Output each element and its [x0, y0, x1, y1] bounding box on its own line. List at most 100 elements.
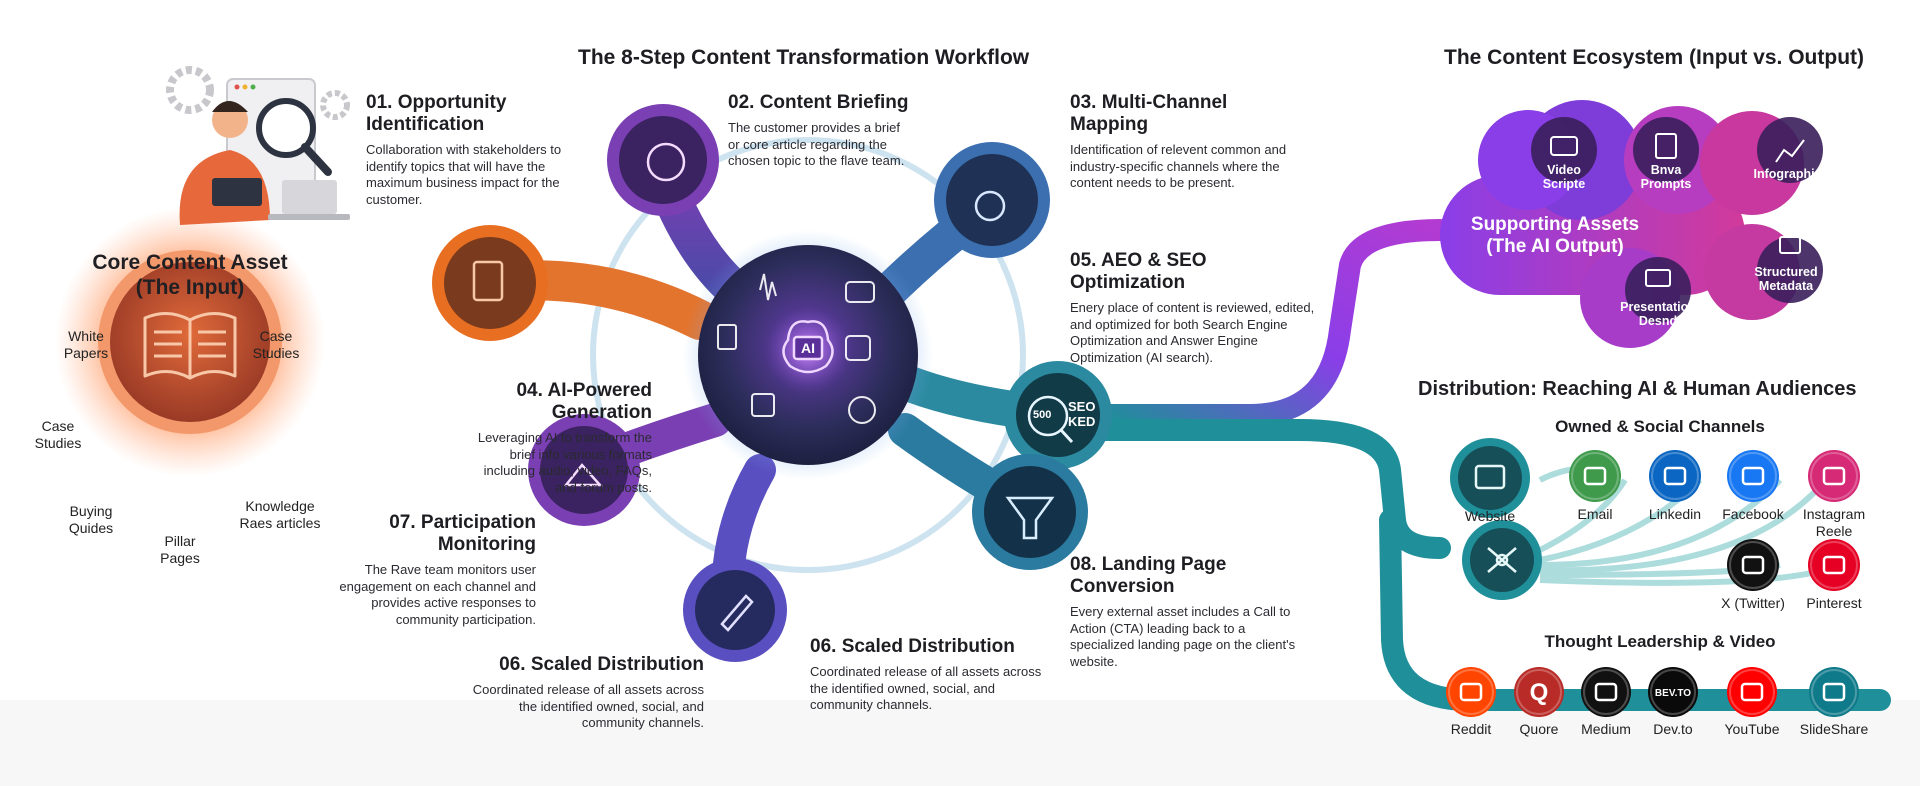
core-label-white-papers: White Papers: [63, 328, 109, 361]
thought-leadership-heading: Thought Leadership & Video: [1544, 632, 1776, 651]
document-edit-icon: [472, 260, 504, 302]
channel-linkedin[interactable]: Linkedin: [1625, 449, 1725, 523]
step-node-02: [607, 104, 719, 216]
channel-youtube[interactable]: YouTube: [1702, 666, 1802, 738]
step-06b-description: Coordinated release of all assets across…: [810, 664, 1042, 712]
channel-label: Email: [1577, 506, 1613, 522]
channel-label: Reddit: [1450, 721, 1492, 737]
facebook-icon: [1727, 450, 1779, 502]
supporting-assets-title: Supporting Assets (The AI Output): [1470, 214, 1640, 257]
quora-icon: Q: [1514, 667, 1564, 717]
seo-node-badge: 500: [1033, 409, 1052, 421]
channel-pinterest[interactable]: Pinterest: [1784, 538, 1884, 612]
channel-label: Instagram Reele: [1802, 506, 1866, 539]
step-04-text: 04. AI-Powered Generation Leveraging AI …: [460, 380, 652, 496]
channel-website-label: Website: [1464, 508, 1516, 524]
core-label-buying-guides: Buying Quides: [68, 503, 114, 536]
step-06b-text: 06. Scaled Distribution Coordinated rele…: [810, 636, 1050, 714]
channel-x[interactable]: X (Twitter): [1703, 538, 1803, 612]
core-asset-title: Core Content Asset (The Input): [92, 251, 288, 299]
step-05-description: Enery place of content is reviewed, edit…: [1070, 300, 1315, 365]
core-label-case-studies-left: Case Studies: [34, 418, 82, 451]
step-node-07: [528, 414, 640, 526]
open-book-icon: [143, 312, 237, 380]
asset-structured-metadata: Structured Metadata: [1754, 265, 1818, 293]
core-label-knowledge-articles: Knowledge Raes articles: [239, 498, 321, 531]
step-06a-text: 06. Scaled Distribution Coordinated rele…: [470, 654, 704, 732]
prompt-icon: [1655, 133, 1677, 159]
asset-video-scripts: Video Scripte: [1542, 163, 1586, 191]
youtube-icon: [1727, 667, 1777, 717]
step-02-description: The customer provides a brief or core ar…: [728, 120, 905, 168]
channel-label: SlideShare: [1799, 721, 1869, 737]
step-node-06: [683, 558, 787, 662]
video-play-icon: [845, 281, 875, 303]
channel-label: Quore: [1519, 721, 1559, 737]
brain-icon: [782, 320, 834, 374]
core-label-pillar-pages: Pillar Pages: [160, 533, 200, 566]
document-icon: [717, 324, 737, 350]
asset-infographics: Infographics: [1753, 167, 1829, 181]
globe-channels-icon: [974, 190, 1006, 222]
channel-devto[interactable]: BEV.TO Dev.to: [1623, 666, 1723, 738]
metadata-icon: [1779, 236, 1801, 254]
channel-instagram[interactable]: Instagram Reele: [1784, 449, 1884, 540]
step-node-01: [432, 225, 548, 341]
channel-label: X (Twitter): [1721, 595, 1785, 611]
rocket-icon: [720, 594, 754, 632]
satellite-dish-icon: [563, 463, 603, 487]
channel-label: Linkedin: [1648, 506, 1702, 522]
channel-quora[interactable]: Q Quore: [1489, 666, 1589, 738]
slideshare-icon: [1809, 667, 1859, 717]
step-02-title: 02. Content Briefing: [728, 92, 909, 113]
x-icon: [1727, 539, 1779, 591]
channel-label: Facebook: [1722, 506, 1784, 522]
instagram-icon: [1808, 450, 1860, 502]
funnel-icon: [1005, 496, 1055, 540]
channel-label: Medium: [1581, 721, 1631, 737]
channel-label: Pinterest: [1806, 595, 1862, 611]
channel-envelope[interactable]: Email: [1545, 449, 1645, 523]
browser-icon: [1474, 464, 1506, 490]
hub-label: AI: [801, 340, 815, 356]
step-node-05: [1004, 361, 1112, 469]
stakeholder-illustration: [166, 66, 350, 225]
presentation-icon: [1645, 269, 1671, 287]
linkedin-icon: [1649, 450, 1701, 502]
question-bubble-icon: [848, 396, 876, 424]
asset-presentation-deck: Presentation Desnd: [1620, 300, 1696, 328]
step-07-title: 07. Participation Monitoring: [389, 512, 536, 555]
channel-label: Dev.to: [1653, 721, 1693, 737]
svg-text:BEV.TO: BEV.TO: [1655, 688, 1691, 699]
channel-slideshare[interactable]: SlideShare: [1784, 666, 1884, 738]
step-06a-title: 06. Scaled Distribution: [499, 654, 704, 675]
owned-channels-heading: Owned & Social Channels: [1555, 417, 1765, 436]
envelope-icon: [1569, 450, 1621, 502]
waveform-icon: [759, 273, 777, 301]
seo-node-label: SEO KED: [1068, 399, 1096, 429]
step-07-text: 07. Participation Monitoring The Rave te…: [336, 512, 536, 628]
channel-medium[interactable]: Medium: [1556, 666, 1656, 738]
step-02-text: 02. Content Briefing The customer provid…: [728, 92, 913, 170]
network-hub-icon: [1495, 553, 1509, 567]
step-05-title: 05. AEO & SEO Optimization: [1070, 250, 1207, 293]
channel-facebook[interactable]: Facebook: [1703, 449, 1803, 523]
step-05-text: 05. AEO & SEO Optimization Enery place o…: [1070, 250, 1326, 366]
pinterest-icon: [1808, 539, 1860, 591]
channel-label: YouTube: [1724, 721, 1780, 737]
medium-icon: [1581, 667, 1631, 717]
step-04-description: Leveraging AI to transform the brief inf…: [477, 430, 652, 495]
infographic-icon: [1775, 139, 1805, 163]
step-node-08: [972, 454, 1088, 570]
ecosystem-title: The Content Ecosystem (Input vs. Output): [1444, 46, 1865, 69]
step-03-text: 03. Multi-Channel Mapping Identification…: [1070, 92, 1300, 192]
step-08-text: 08. Landing Page Conversion Every extern…: [1070, 554, 1310, 670]
step-03-title: 03. Multi-Channel Mapping: [1070, 92, 1228, 135]
channel-reddit[interactable]: Reddit: [1421, 666, 1521, 738]
reddit-icon: [1446, 667, 1496, 717]
asset-prompts: Bnva Prompts: [1640, 163, 1692, 191]
step-08-description: Every external asset includes a Call to …: [1070, 604, 1296, 669]
step-node-03: [934, 142, 1050, 258]
chat-help-icon: [845, 335, 871, 361]
